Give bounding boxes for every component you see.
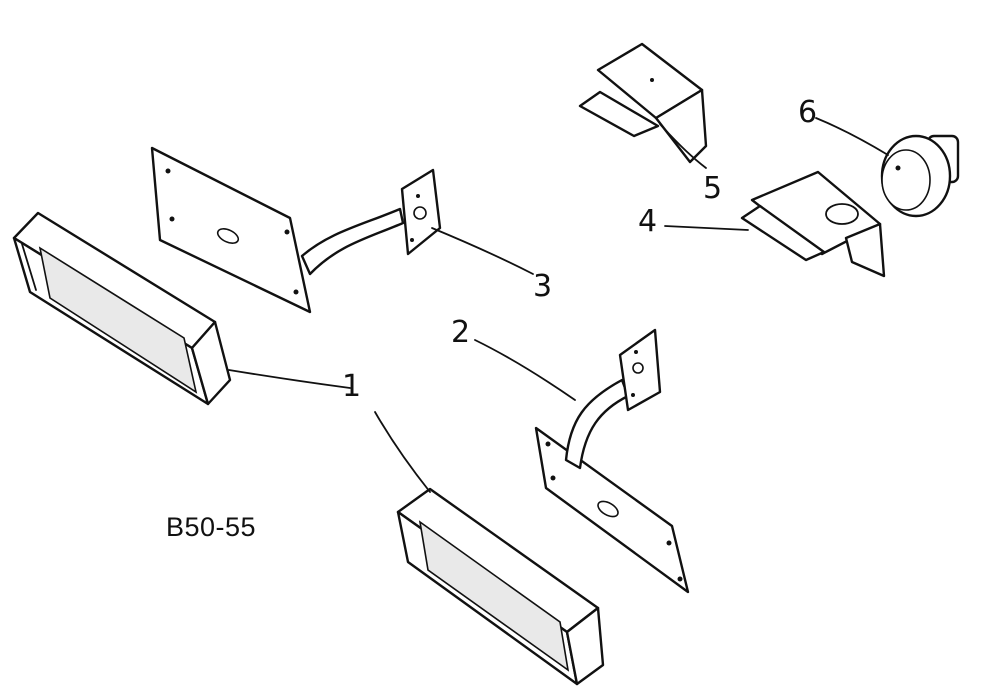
mounting-bracket-upper (150, 146, 442, 314)
callout-3: 3 (533, 269, 552, 304)
callout-5: 5 (703, 171, 722, 206)
lamp-lens-lower (396, 487, 605, 686)
mounting-bracket-lower (534, 328, 690, 594)
figure-reference: B50-55 (166, 512, 256, 542)
callout-2: 2 (451, 315, 470, 350)
bent-bracket-4 (740, 170, 886, 278)
lamp-socket (880, 134, 960, 218)
lamp-lens-upper (12, 211, 232, 406)
callout-4: 4 (638, 204, 657, 239)
callout-6: 6 (798, 95, 817, 130)
callout-1: 1 (342, 369, 361, 404)
bent-bracket-5 (578, 42, 708, 164)
leader-lines (228, 117, 889, 493)
